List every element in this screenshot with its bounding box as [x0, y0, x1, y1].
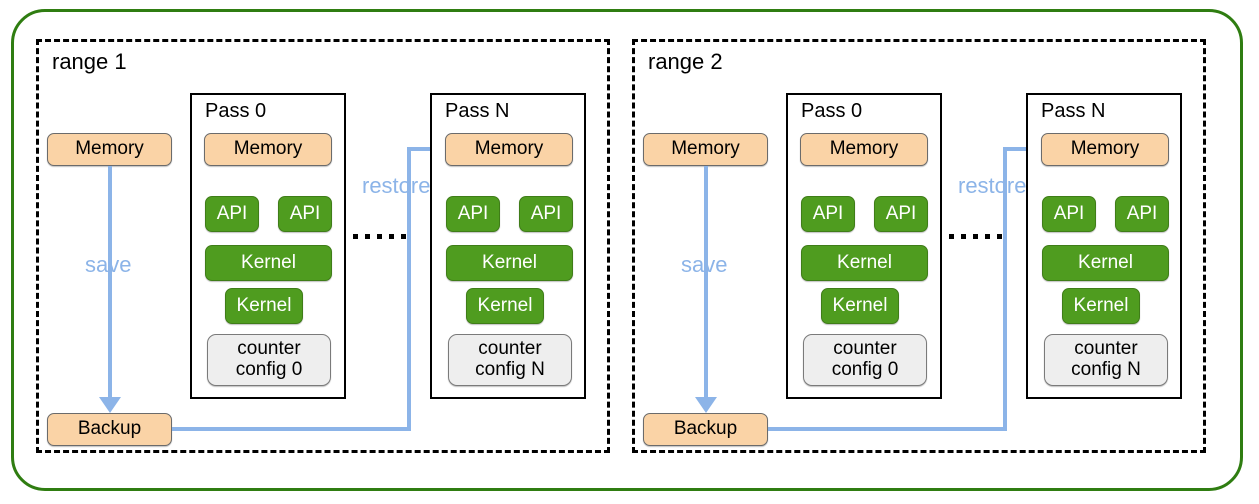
range-2-pass-0-api-2: API: [874, 196, 928, 232]
range-2-pass-n-counter-config: counter config N: [1044, 334, 1168, 386]
range-2-restore-label: restore: [958, 173, 1027, 198]
range-2-save-label: save: [681, 252, 728, 277]
range-1-restore-wire-bottom: [172, 427, 411, 431]
range-1-pass-n-title: Pass N: [445, 100, 510, 122]
range-1-pass-n-kernel-2: Kernel: [466, 288, 544, 324]
range-1-save-arrowhead: [99, 397, 121, 413]
range-2-memory-box: Memory: [643, 133, 768, 166]
range-2-pass-n-api-1: API: [1042, 196, 1096, 232]
range-1-label: range 1: [52, 49, 127, 74]
ellipsis-dot: [949, 234, 954, 239]
range-2-pass-n-kernel-2: Kernel: [1062, 288, 1140, 324]
range-1-pass-0-api-2: API: [278, 196, 332, 232]
range-2-restore-wire-riser: [1003, 147, 1007, 431]
range-1-pass-0-kernel-2: Kernel: [225, 288, 303, 324]
range-1-restore-wire-top: [407, 147, 432, 151]
range-1-save-wire: [108, 166, 112, 397]
ellipsis-dot: [997, 234, 1002, 239]
range-2-pass-n-api-2: API: [1115, 196, 1169, 232]
ellipsis-dot: [401, 234, 406, 239]
range-2-pass-0-kernel-2: Kernel: [821, 288, 899, 324]
range-2-restore-wire-bottom: [768, 427, 1007, 431]
range-2-pass-0-kernel-1: Kernel: [801, 245, 928, 281]
range-2-pass-0-title: Pass 0: [801, 100, 863, 122]
range-2-pass-n-memory: Memory: [1041, 133, 1169, 166]
range-1-pass-n-api-1: API: [446, 196, 500, 232]
range-2-restore-wire-top: [1003, 147, 1028, 151]
ellipsis-dot: [389, 234, 394, 239]
range-2-pass-0-memory: Memory: [800, 133, 928, 166]
range-1-pass-n-memory: Memory: [445, 133, 573, 166]
range-2-pass-ellipsis: [949, 234, 1002, 239]
range-1-restore-wire-riser: [407, 147, 411, 431]
range-1-pass-0-kernel-1: Kernel: [205, 245, 332, 281]
ellipsis-dot: [365, 234, 370, 239]
range-1-pass-0-memory: Memory: [204, 133, 332, 166]
ellipsis-dot: [973, 234, 978, 239]
range-1-pass-0-counter-config: counter config 0: [207, 334, 331, 386]
range-1-memory-box: Memory: [47, 133, 172, 166]
range-2-save-arrowhead: [695, 397, 717, 413]
range-2-container: [632, 39, 1206, 453]
range-1-container: [36, 39, 610, 453]
range-2-backup-box: Backup: [643, 413, 768, 446]
range-2-pass-0-counter-config: counter config 0: [803, 334, 927, 386]
range-1-pass-n-api-2: API: [519, 196, 573, 232]
range-2-pass-0-api-1: API: [801, 196, 855, 232]
range-1-pass-0-api-1: API: [205, 196, 259, 232]
range-2-save-wire: [704, 166, 708, 397]
outer-green-frame: [11, 9, 1243, 491]
range-1-pass-ellipsis: [353, 234, 406, 239]
range-2-pass-n-title: Pass N: [1041, 100, 1106, 122]
range-1-pass-n-counter-config: counter config N: [448, 334, 572, 386]
range-1-pass-0-title: Pass 0: [205, 100, 267, 122]
range-1-restore-label: restore: [362, 173, 431, 198]
range-2-pass-n-kernel-1: Kernel: [1042, 245, 1169, 281]
range-2-label: range 2: [648, 49, 723, 74]
range-1-backup-box: Backup: [47, 413, 172, 446]
ellipsis-dot: [377, 234, 382, 239]
range-1-pass-n-kernel-1: Kernel: [446, 245, 573, 281]
ellipsis-dot: [961, 234, 966, 239]
ellipsis-dot: [985, 234, 990, 239]
range-1-save-label: save: [85, 252, 132, 277]
ellipsis-dot: [353, 234, 358, 239]
